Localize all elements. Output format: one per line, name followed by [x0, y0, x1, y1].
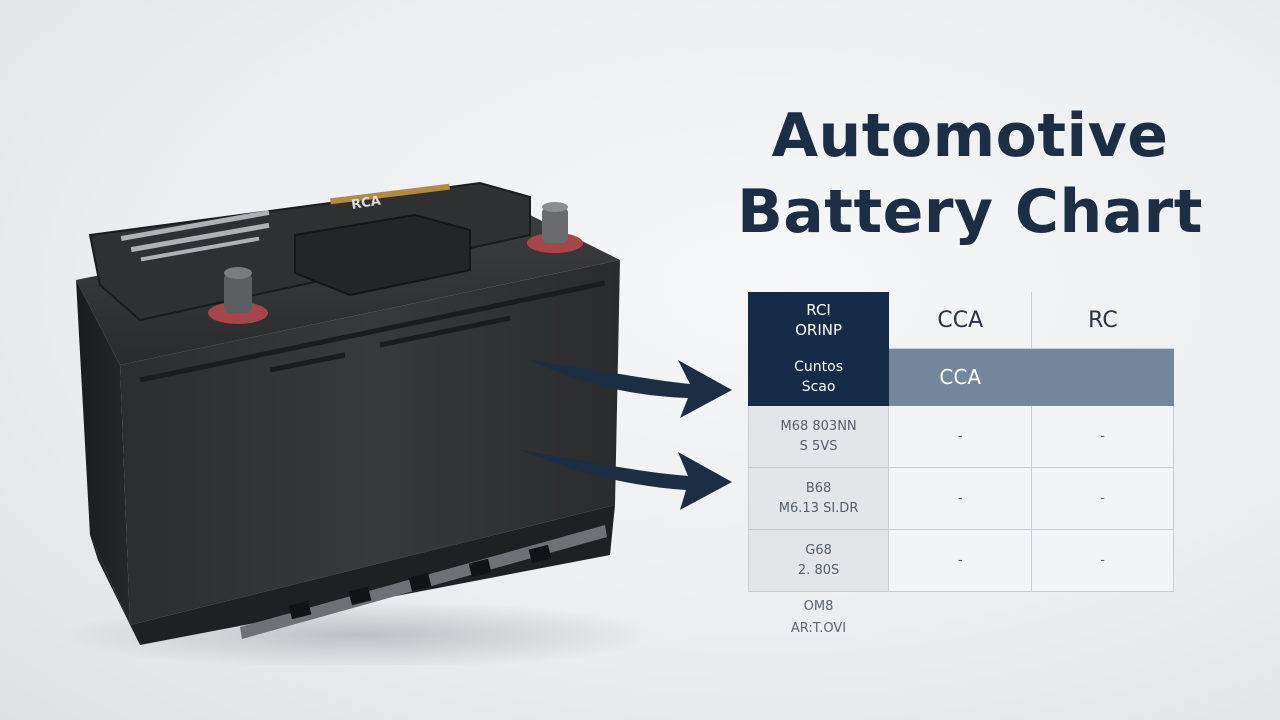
subheader-empty-cell: [1031, 348, 1174, 406]
table-footnote: OM8 AR:T.OVI: [748, 596, 889, 640]
row-label-cell: M68 803NN S 5VS: [747, 405, 890, 468]
battery-top-label: RCA: [350, 194, 382, 213]
header-group-cell: RCI ORINP: [747, 292, 890, 349]
pointer-arrows: [520, 360, 732, 510]
title-line-2: Battery Chart: [737, 177, 1203, 247]
arrow-icon: [520, 450, 732, 510]
title-line-1: Automotive: [771, 101, 1169, 171]
battery-illustration: RCA: [60, 181, 640, 665]
battery-chart-table: RCI ORINP CCA RC Cuntos Scao CCA M68 803…: [747, 292, 1174, 592]
row-cca-cell: -: [888, 529, 1033, 592]
row-cca-cell: -: [888, 467, 1033, 530]
battery-side-panel: [76, 280, 130, 625]
header-rc-cell: RC: [1031, 292, 1174, 349]
table-header-row: RCI ORINP CCA RC: [747, 292, 1174, 349]
subheader-cca-cell: CCA: [888, 348, 1033, 406]
positive-terminal: [527, 202, 583, 253]
footnote-line-1: OM8: [803, 599, 834, 614]
row-rc-cell: -: [1031, 467, 1174, 530]
table-row: M68 803NN S 5VS - -: [747, 405, 1174, 468]
row-rc-cell: -: [1031, 529, 1174, 592]
row-cca-cell: -: [888, 405, 1033, 468]
page-title: Automotive Battery Chart: [700, 98, 1240, 250]
table-row: G68 2. 80S - -: [747, 529, 1174, 592]
battery-front-panel: [120, 260, 620, 625]
row-rc-cell: -: [1031, 405, 1174, 468]
row-label-cell: B68 M6.13 SI.DR: [747, 467, 890, 530]
row-label-cell: G68 2. 80S: [747, 529, 890, 592]
table-subheader-row: Cuntos Scao CCA: [747, 348, 1174, 406]
subheader-label-cell: Cuntos Scao: [747, 348, 890, 406]
negative-terminal: [208, 267, 268, 324]
footnote-line-2: AR:T.OVI: [790, 621, 847, 636]
table-row: B68 M6.13 SI.DR - -: [747, 467, 1174, 530]
arrow-icon: [530, 360, 732, 418]
header-cca-cell: CCA: [888, 292, 1033, 349]
